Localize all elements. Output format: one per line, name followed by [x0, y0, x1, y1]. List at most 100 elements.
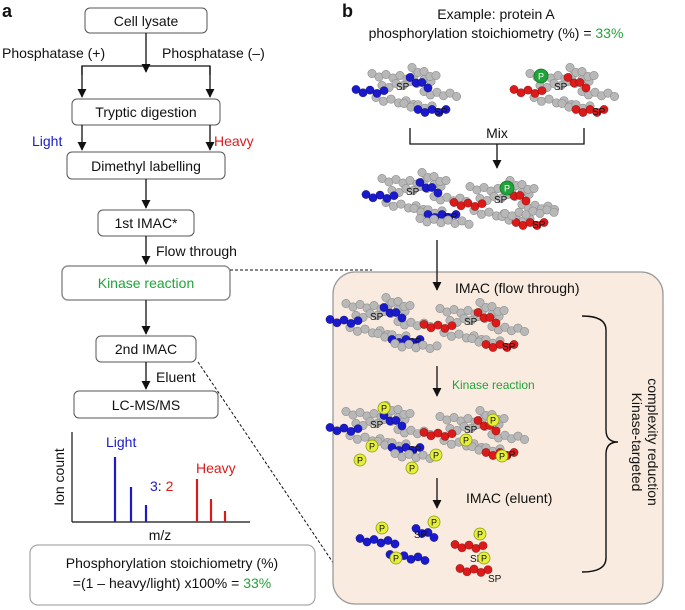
light-peptide-chain	[413, 105, 451, 118]
grey-peptide-chain	[390, 338, 442, 353]
phosphate-letter: P	[538, 72, 544, 82]
light-peptide-chain	[351, 85, 389, 98]
heavy-peptide-chain	[509, 85, 547, 98]
grey-peptide-chain	[415, 214, 474, 229]
sp-site-label: SP	[396, 82, 410, 93]
first-imac-box: 1st IMAC*	[97, 209, 195, 237]
heavy-peptide-chain	[450, 539, 488, 553]
phosphate-letter: P	[431, 518, 437, 528]
grey-peptide-chain	[407, 62, 441, 82]
phosphatase-plus-label: Phosphatase (+)	[2, 45, 105, 61]
phosphate-letter: P	[499, 452, 505, 462]
phosphate-letter: P	[433, 451, 439, 461]
grey-peptide-chain	[565, 62, 599, 82]
phosphate-letter: P	[393, 554, 399, 564]
eluent-label: Eluent	[156, 369, 196, 385]
light-peptide-chain	[411, 523, 439, 542]
phosphate-yellow-icon: P	[459, 433, 473, 447]
heavy-peptide-chain	[473, 307, 501, 328]
light-peptide-chain	[379, 302, 407, 323]
spectrum-ylabel: Ion count	[51, 448, 67, 506]
grey-peptide-chain	[487, 321, 529, 336]
ratio-light: 3	[150, 478, 158, 494]
grey-peptide-chain	[475, 297, 509, 316]
cell-lysate-label: Cell lysate	[114, 13, 179, 29]
ratio-separator: :	[158, 478, 166, 494]
phosphate-yellow-icon: P	[495, 449, 509, 463]
sp-site-label: SP	[488, 574, 502, 585]
phosphate-letter: P	[409, 464, 415, 474]
phosphate-yellow-icon: P	[353, 453, 367, 467]
sp-site-label: SP	[592, 107, 606, 118]
tryptic-digestion-box: Tryptic digestion	[71, 98, 221, 126]
heavy-peptide-chain	[419, 427, 457, 441]
lcms-box: LC-MS/MS	[73, 390, 219, 419]
side-label-line2: complexity reduction	[645, 378, 661, 506]
phosphate-yellow-icon: P	[405, 461, 419, 475]
imac-eluent-label: IMAC (eluent)	[466, 490, 552, 506]
grey-peptide-chain	[381, 292, 415, 311]
grey-peptide-chain	[435, 303, 487, 319]
tryptic-digestion-label: Tryptic digestion	[95, 104, 196, 120]
spectrum-light-label: Light	[106, 434, 136, 450]
heavy-label: Heavy	[214, 133, 254, 149]
phosphate-yellow-icon: P	[389, 551, 403, 565]
phosphate-yellow-icon: P	[427, 515, 441, 529]
phosphate-yellow-icon: P	[486, 413, 500, 427]
sp-site-label: SP	[494, 195, 508, 206]
phosphate-yellow-icon: P	[477, 551, 491, 565]
cell-lysate-box: Cell lysate	[84, 7, 208, 34]
mix-label: Mix	[486, 125, 508, 141]
phosphate-yellow-icon: P	[377, 401, 391, 415]
phosphate-letter: P	[379, 524, 385, 534]
result-formula: =(1 – heavy/light) x100% =	[73, 575, 243, 591]
heavy-peptide-chain	[449, 198, 487, 211]
second-imac-box: 2nd IMAC	[95, 335, 197, 363]
example-value: 33%	[595, 25, 623, 41]
heavy-peptide-chain	[481, 339, 519, 352]
kinase-reaction-label: Kinase reaction	[98, 275, 195, 291]
ms-spectrum: Ion count m/z Light Heavy 3: 2	[51, 432, 250, 543]
sp-site-label: SP	[370, 420, 384, 431]
spectrum-xlabel: m/z	[149, 527, 172, 543]
spectrum-heavy-label: Heavy	[196, 460, 236, 476]
heavy-peptide-chain	[455, 563, 493, 577]
sp-site-label: SP	[370, 312, 384, 323]
phosphate-letter: P	[369, 442, 375, 452]
grey-peptide-chain	[500, 205, 559, 221]
heavy-peptide-chain	[563, 73, 591, 93]
phosphate-letter: P	[463, 436, 469, 446]
phosphate-letter: P	[477, 530, 483, 540]
heavy-peptide-chain	[419, 319, 457, 333]
heavy-peptide-chain	[473, 415, 501, 436]
grey-peptide-chain	[577, 87, 619, 102]
phosphate-letter: P	[481, 554, 487, 564]
flow-through-label: Flow through	[156, 243, 237, 259]
sp-site-label: SP	[502, 342, 516, 353]
sp-site-label: SP	[554, 82, 568, 93]
dimethyl-labelling-label: Dimethyl labelling	[91, 158, 201, 174]
result-line2: =(1 – heavy/light) x100% = 33%	[73, 575, 271, 591]
example-line1: Example: protein A	[437, 6, 555, 22]
phosphatase-minus-label: Phosphatase (–)	[162, 45, 265, 61]
phosphate-letter: P	[357, 456, 363, 466]
first-imac-label: 1st IMAC*	[114, 215, 178, 231]
sp-site-label: SP	[434, 107, 448, 118]
light-peptide-chain	[325, 422, 363, 436]
phosphate-green-icon: P	[533, 68, 549, 84]
grey-peptide-chain	[417, 168, 451, 187]
second-imac-label: 2nd IMAC	[115, 341, 177, 357]
sp-site-label: SP	[408, 337, 422, 348]
example-line2: phosphorylation stoichiometry (%) = 33%	[369, 25, 624, 41]
sp-site-label: SP	[502, 450, 516, 461]
light-peptide-chain	[325, 314, 363, 328]
result-value: 33%	[243, 575, 271, 591]
phosphate-green-icon: P	[499, 180, 515, 196]
heavy-peptide-chain	[571, 105, 609, 118]
light-peptide-chain	[361, 190, 399, 203]
panel-a-label: a	[2, 1, 13, 21]
light-label: Light	[32, 133, 62, 149]
ratio-heavy: 2	[166, 478, 174, 494]
